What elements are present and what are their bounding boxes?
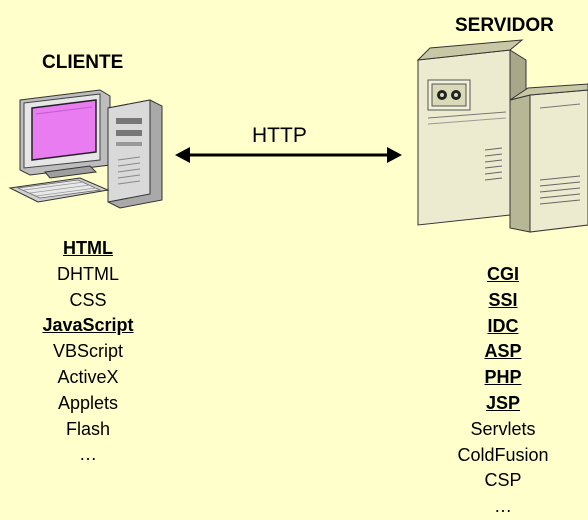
client-tech-item: Flash <box>65 418 110 439</box>
client-title: CLIENTE <box>42 52 124 73</box>
client-tech-item: ActiveX <box>57 366 119 387</box>
server-tech-item: JSP <box>485 392 521 413</box>
http-label: HTTP <box>252 124 307 147</box>
server-tech-item: PHP <box>484 367 522 388</box>
client-tech-item: Applets <box>57 392 119 413</box>
server-title: SERVIDOR <box>455 15 554 36</box>
server-tech-item: ASP <box>484 341 522 362</box>
server-tech-item: … <box>494 496 512 517</box>
client-tech-item: CSS <box>69 289 107 310</box>
server-tech-item: Servlets <box>470 418 536 439</box>
server-tech-item: ColdFusion <box>457 444 549 465</box>
client-tech-item: … <box>79 444 97 465</box>
client-tech-item: DHTML <box>57 263 119 284</box>
client-computer-icon <box>8 89 163 209</box>
server-icon <box>416 39 588 233</box>
server-tech-item: IDC <box>487 315 519 336</box>
client-tech-item: VBScript <box>52 341 124 362</box>
server-tech-item: CGI <box>486 264 519 284</box>
client-tech-item: JavaScript <box>42 315 134 336</box>
double-arrow-icon <box>175 147 402 163</box>
server-tech-item: SSI <box>488 289 518 310</box>
server-tech-item: CSP <box>484 470 522 491</box>
client-tech-item: HTML <box>63 238 113 258</box>
